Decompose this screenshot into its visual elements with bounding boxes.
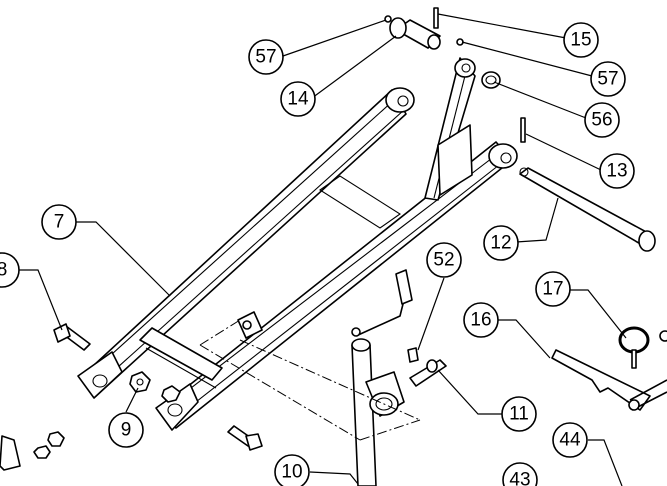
svg-text:11: 11 <box>509 404 529 425</box>
nut-9 <box>129 371 181 403</box>
long-pin-12 <box>519 167 656 252</box>
callout-9: 9 <box>108 412 144 448</box>
clevis-pin-11 <box>407 347 447 387</box>
callout-16: 16 <box>463 302 499 338</box>
left-beam-rear-eye <box>385 87 415 113</box>
callout-11: 11 <box>501 396 537 432</box>
svg-text:15: 15 <box>570 30 591 51</box>
svg-text:12: 12 <box>490 233 511 254</box>
svg-text:57: 57 <box>255 47 276 68</box>
cross-member <box>139 327 223 381</box>
svg-text:17: 17 <box>542 279 563 300</box>
callout-14: 14 <box>280 81 316 117</box>
svg-text:8: 8 <box>0 260 7 281</box>
svg-text:7: 7 <box>54 212 65 233</box>
svg-text:43: 43 <box>509 470 530 486</box>
ring-17 <box>618 326 650 369</box>
callout-43: 43 <box>502 462 538 486</box>
pin-13 <box>520 117 526 143</box>
svg-text:16: 16 <box>470 310 491 331</box>
svg-text:13: 13 <box>606 161 627 182</box>
crank-jack <box>351 269 413 486</box>
callout-12: 12 <box>483 225 519 261</box>
svg-text:52: 52 <box>433 250 454 271</box>
svg-text:44: 44 <box>559 430 581 451</box>
callout-57-right: 57 <box>590 61 626 97</box>
upright-mast <box>424 57 476 201</box>
svg-text:9: 9 <box>121 420 132 441</box>
callout-8: 8 <box>0 252 20 288</box>
svg-text:57: 57 <box>597 69 618 90</box>
callout-44: 44 <box>552 422 588 458</box>
svg-text:10: 10 <box>281 462 302 483</box>
svg-text:14: 14 <box>287 89 309 110</box>
callout-10: 10 <box>274 454 310 486</box>
callout-56: 56 <box>584 102 620 138</box>
top-pin <box>384 15 441 50</box>
bolt-8 <box>53 323 91 351</box>
callout-17: 17 <box>535 271 571 307</box>
washer-56 <box>481 71 501 89</box>
callout-52: 52 <box>426 242 462 278</box>
callout-15: 15 <box>563 22 599 58</box>
callout-7: 7 <box>41 204 77 240</box>
link-bar-16 <box>551 349 667 411</box>
pin-15 <box>433 7 439 29</box>
lower-bolt <box>227 425 263 451</box>
svg-text:56: 56 <box>591 110 612 131</box>
right-beam-rear-eye <box>488 143 518 169</box>
callout-57-top-left: 57 <box>248 39 284 75</box>
leader-lines <box>18 13 627 486</box>
callout-13: 13 <box>599 153 635 189</box>
